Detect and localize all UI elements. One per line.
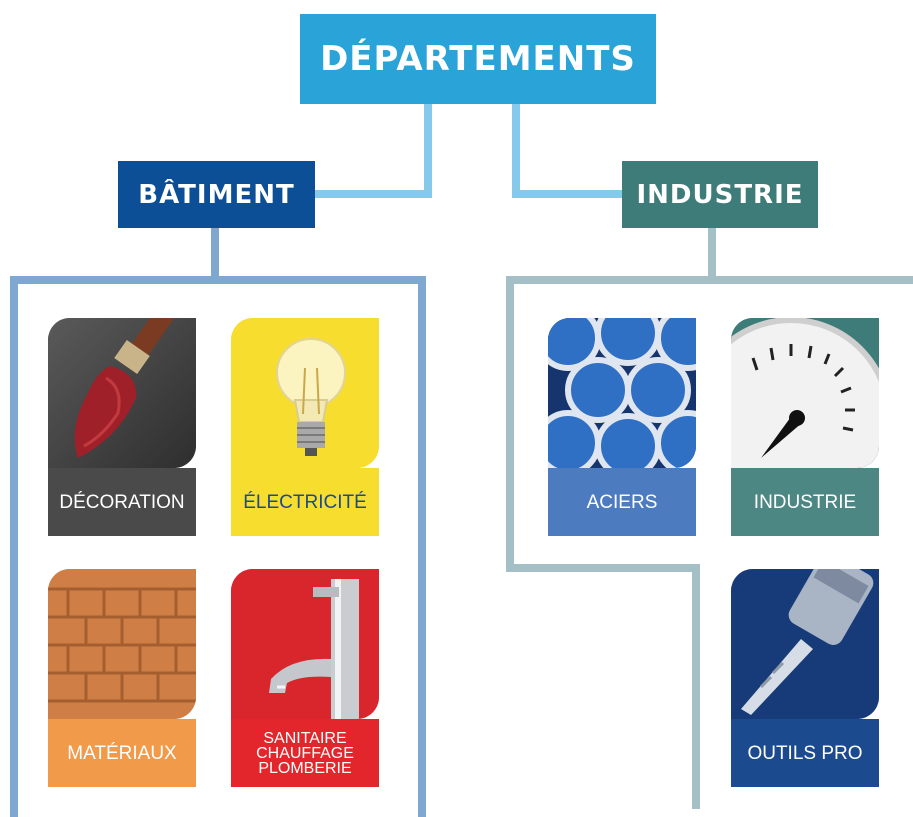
electricite-label: ÉLECTRICITÉ <box>231 468 379 536</box>
outils-label: OUTILS PRO <box>731 719 879 787</box>
tile-materiaux[interactable]: MATÉRIAUX <box>48 569 196 787</box>
connector-industrie-stem <box>708 228 716 284</box>
tile-outils[interactable]: OUTILS PRO <box>731 569 879 787</box>
industrie-bracket-lower <box>692 564 700 809</box>
decoration-label: DÉCORATION <box>48 468 196 536</box>
roof-tiles-image <box>48 569 196 719</box>
aciers-label: ACIERS <box>548 468 696 536</box>
industrie-bracket-step <box>506 564 700 572</box>
connector-top-right-vertical <box>512 103 520 198</box>
batiment-box: BÂTIMENT <box>118 161 315 228</box>
pressure-gauge-image <box>731 318 879 468</box>
tile-sanitaire[interactable]: SANITAIRE CHAUFFAGE PLOMBERIE <box>231 569 379 787</box>
industrie-box: INDUSTRIE <box>622 161 818 228</box>
title-box: DÉPARTEMENTS <box>300 14 656 104</box>
faucet-image <box>231 569 379 719</box>
connector-top-right-horizontal <box>512 190 622 198</box>
connector-top-left-horizontal <box>315 190 432 198</box>
connector-top-left-vertical <box>424 103 432 198</box>
paintbrush-image <box>48 318 196 468</box>
materiaux-label: MATÉRIAUX <box>48 719 196 787</box>
industrie-bracket-left <box>506 276 514 572</box>
industrie-bracket-top <box>506 276 913 284</box>
tile-aciers[interactable]: ACIERS <box>548 318 696 536</box>
steel-pipes-image <box>548 318 696 468</box>
sanitaire-line-2: CHAUFFAGE <box>256 744 354 762</box>
connector-batiment-stem <box>211 228 219 284</box>
lightbulb-image <box>231 318 379 468</box>
drill-image <box>731 569 879 719</box>
industrie-tile-label: INDUSTRIE <box>731 468 879 536</box>
sanitaire-label: SANITAIRE CHAUFFAGE PLOMBERIE <box>231 719 379 787</box>
sanitaire-line-3: PLOMBERIE <box>258 759 352 777</box>
tile-decoration[interactable]: DÉCORATION <box>48 318 196 536</box>
sanitaire-line-1: SANITAIRE <box>263 729 347 747</box>
tile-electricite[interactable]: ÉLECTRICITÉ <box>231 318 379 536</box>
batiment-bracket <box>10 276 426 817</box>
tile-industrie[interactable]: INDUSTRIE <box>731 318 879 536</box>
